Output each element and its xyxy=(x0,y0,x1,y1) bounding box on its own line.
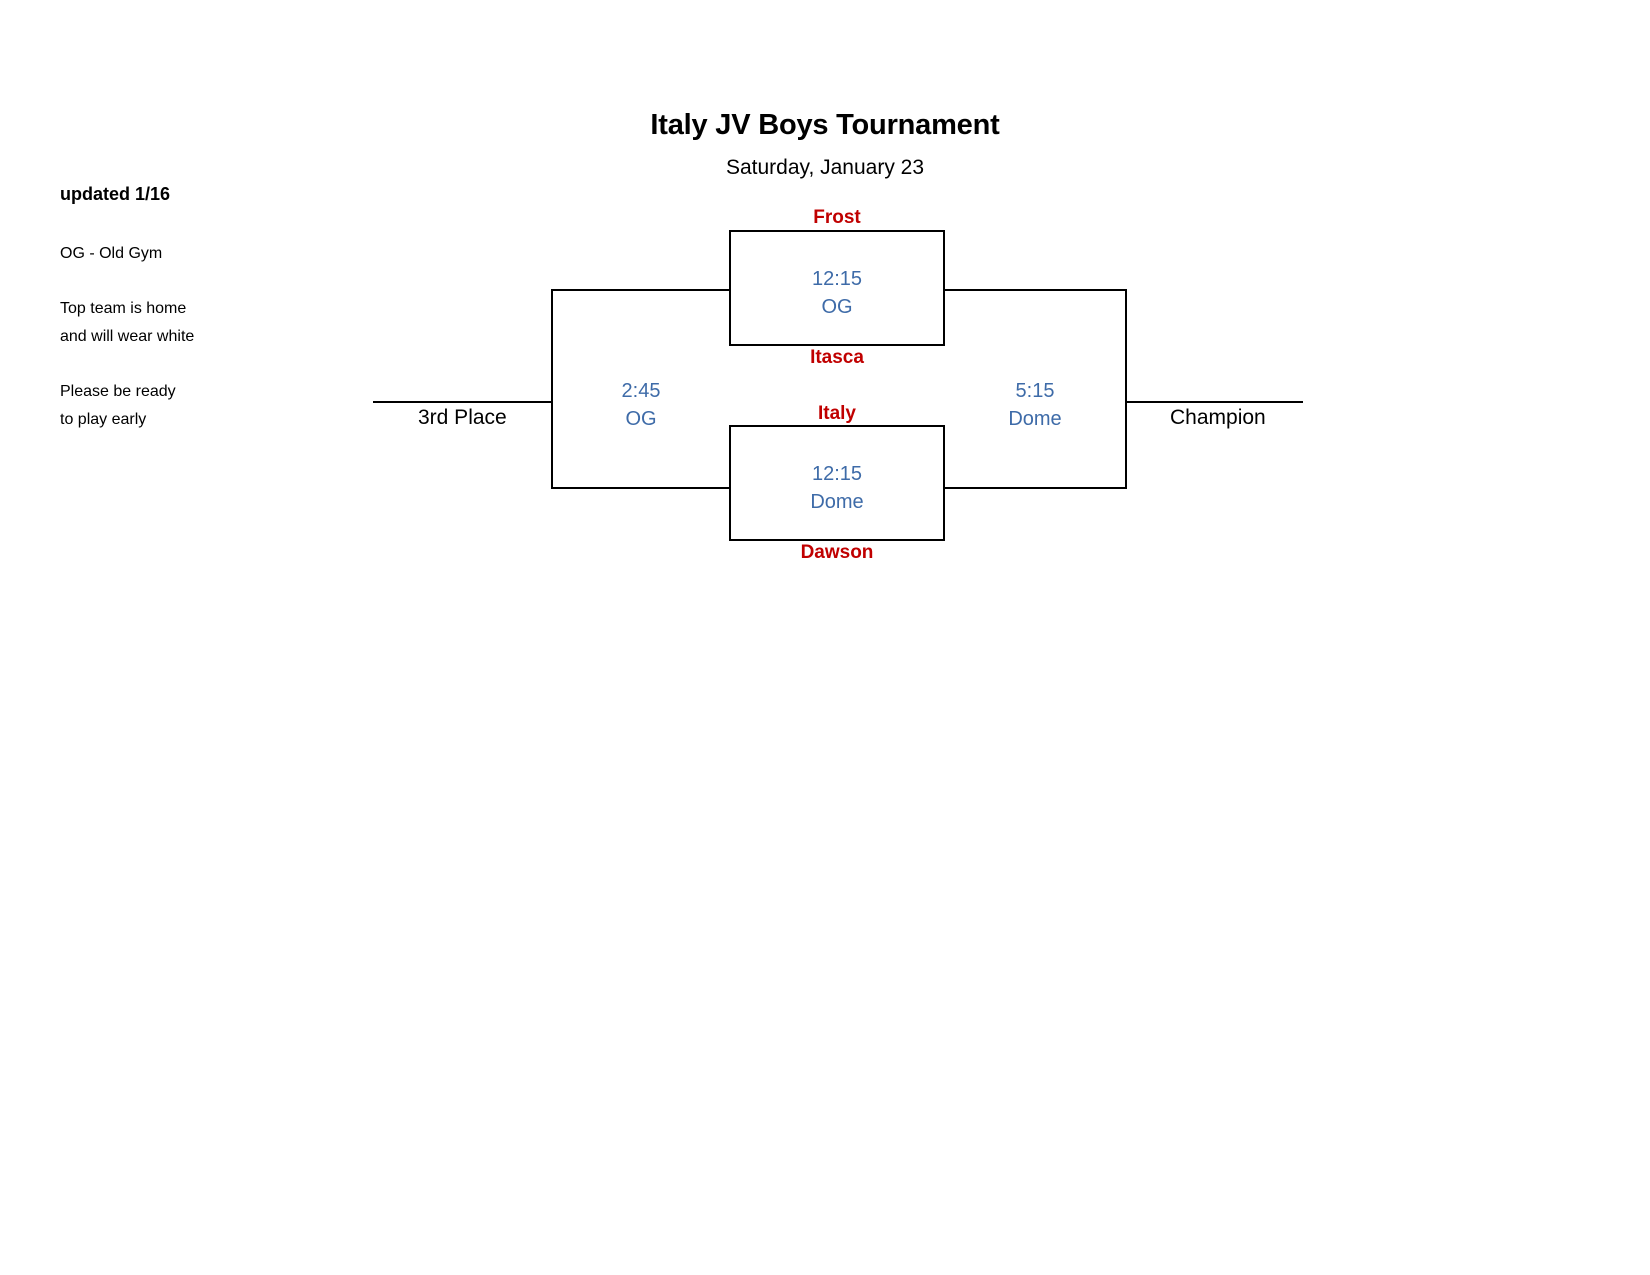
semifinal-top-game-detail: 12:15 OG xyxy=(731,265,943,322)
championship-bracket-bottom-arm xyxy=(945,487,1127,489)
semifinal-bottom-team-italy: Italy xyxy=(817,403,857,424)
semifinal-bottom-time: 12:15 xyxy=(811,463,863,485)
third-place-venue: OG xyxy=(625,408,657,431)
semifinal-bottom-team-dawson: Dawson xyxy=(800,542,874,563)
third-place-outcome-label: 3rd Place xyxy=(418,406,507,429)
note-updated: updated 1/16 xyxy=(60,184,171,204)
championship-game-detail: 5:15 Dome xyxy=(955,377,1115,434)
note-home-rule-line1: Top team is home xyxy=(60,299,187,317)
third-place-time: 2:45 xyxy=(621,380,661,402)
semifinal-top-team-itasca: Itasca xyxy=(810,347,864,368)
note-ready-line2: to play early xyxy=(60,410,147,428)
third-place-bracket-spine xyxy=(551,289,553,489)
semifinal-bottom-game-box: 12:15 Dome xyxy=(729,425,945,541)
notes-panel: updated 1/16 OG - Old Gym Top team is ho… xyxy=(60,183,360,434)
semifinal-top-venue: OG xyxy=(821,296,853,319)
note-group-ready: Please be ready to play early xyxy=(60,378,360,434)
third-place-game-detail: 2:45 OG xyxy=(561,377,721,434)
page-title: Italy JV Boys Tournament xyxy=(650,109,1000,141)
champion-outcome-label: Champion xyxy=(1170,406,1266,429)
semifinal-top-time: 12:15 xyxy=(811,268,863,290)
semifinal-bottom-game-detail: 12:15 Dome xyxy=(731,460,943,517)
third-place-output-line xyxy=(373,401,551,403)
title-block: Italy JV Boys Tournament Saturday, Janua… xyxy=(0,108,1650,180)
championship-venue: Dome xyxy=(1008,408,1062,431)
note-home-rule-line2: and will wear white xyxy=(60,327,195,345)
note-ready-line1: Please be ready xyxy=(60,382,176,400)
third-place-bracket-bottom-arm xyxy=(551,487,731,489)
championship-output-line xyxy=(1125,401,1303,403)
third-place-bracket-top-arm xyxy=(551,289,731,291)
championship-bracket-spine xyxy=(1125,289,1127,489)
note-group-gym-key: OG - Old Gym xyxy=(60,240,360,268)
championship-time: 5:15 xyxy=(1015,380,1055,402)
championship-bracket-top-arm xyxy=(945,289,1127,291)
semifinal-top-team-frost: Frost xyxy=(813,207,861,228)
note-group-home-rule: Top team is home and will wear white xyxy=(60,295,360,351)
semifinal-top-game-box: 12:15 OG xyxy=(729,230,945,346)
note-gym-key: OG - Old Gym xyxy=(60,244,163,262)
semifinal-bottom-venue: Dome xyxy=(810,491,864,514)
tournament-date: Saturday, January 23 xyxy=(725,155,925,179)
